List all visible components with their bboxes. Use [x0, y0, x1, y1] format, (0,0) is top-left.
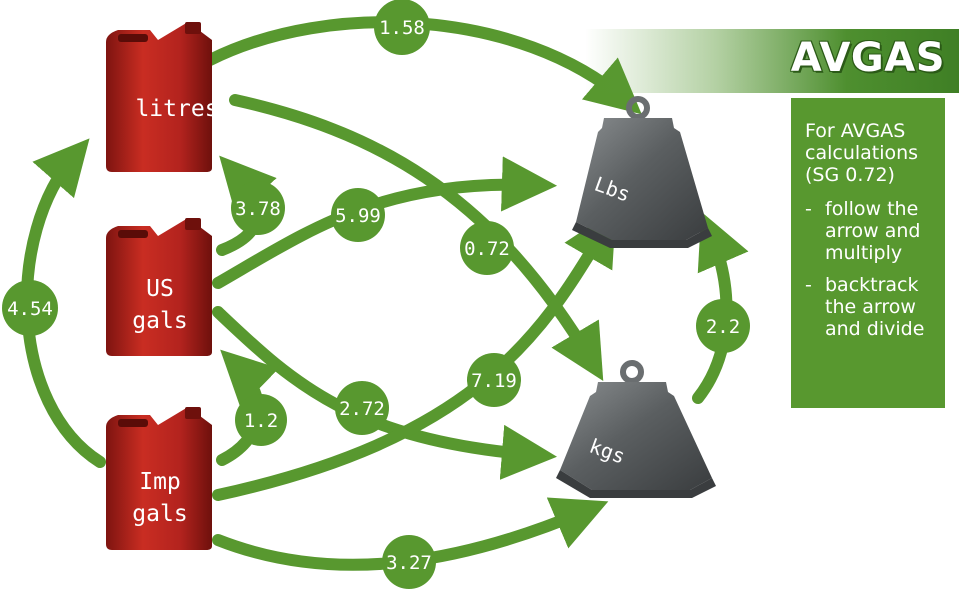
imp-gals-label-line2: gals	[132, 501, 187, 527]
arrow-us-to-kgs	[212, 306, 558, 480]
info-item-dash: -	[805, 198, 812, 220]
imp-gals-label-line1: Imp	[139, 469, 181, 495]
factor-us-to-litres: 3.78	[235, 198, 281, 220]
factor-imp-to-us: 1.2	[244, 410, 278, 432]
factor-badge-imp-to-lbs: 7.19	[467, 353, 521, 407]
factor-badge-us-to-lbs: 5.99	[331, 188, 385, 242]
jerry-can-imp-gals-icon	[106, 407, 212, 550]
factor-badge-imp-to-kgs: 3.27	[382, 535, 436, 589]
factor-us-to-kgs: 2.72	[339, 398, 385, 420]
factor-litres-to-lbs: 1.58	[379, 17, 425, 39]
litres-label: litres	[135, 96, 218, 122]
factor-badge-kgs-to-lbs: 2.2	[696, 299, 750, 353]
factor-badge-us-to-kgs: 2.72	[335, 381, 389, 435]
info-item: - backtrack the arrow and divide	[805, 274, 935, 340]
factor-badge-litres-to-lbs: 1.58	[374, 0, 430, 55]
jerry-can-litres-icon	[106, 22, 212, 172]
info-heading: For AVGAS calculations (SG 0.72)	[805, 120, 919, 186]
avgas-banner: AVGAS	[585, 29, 959, 93]
banner-title: AVGAS	[790, 35, 945, 81]
factor-litres-to-kgs: 0.72	[464, 238, 510, 260]
us-gals-label-line2: gals	[132, 308, 187, 334]
arrow-litres-to-kgs	[229, 94, 604, 381]
weight-kgs-icon	[556, 360, 716, 498]
factor-kgs-to-lbs: 2.2	[706, 316, 740, 338]
weight-lbs-icon	[572, 96, 712, 248]
info-box: For AVGAS calculations (SG 0.72) - follo…	[791, 98, 945, 408]
factor-us-to-lbs: 5.99	[335, 205, 381, 227]
info-item-text: follow the arrow and multiply	[825, 198, 921, 264]
factor-imp-to-lbs: 7.19	[471, 370, 517, 392]
factor-badge-imp-to-litres: 4.54	[2, 280, 58, 336]
info-item: - follow the arrow and multiply	[805, 198, 935, 264]
factor-badge-us-to-litres: 3.78	[231, 181, 285, 235]
factor-badge-imp-to-us: 1.2	[235, 394, 287, 446]
factor-badge-litres-to-kgs: 0.72	[460, 221, 514, 275]
info-item-text: backtrack the arrow and divide	[825, 274, 925, 340]
factor-imp-to-litres: 4.54	[7, 298, 53, 320]
us-gals-label-line1: US	[146, 276, 174, 302]
jerry-can-us-gals-icon	[106, 218, 212, 356]
factor-imp-to-kgs: 3.27	[386, 552, 432, 574]
info-item-dash: -	[805, 274, 812, 296]
